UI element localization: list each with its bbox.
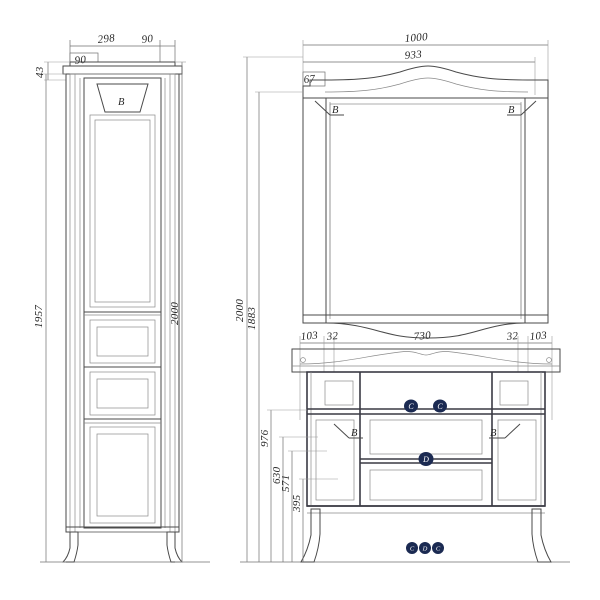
dim-text-103-right: 103 <box>529 330 548 343</box>
marker-base-c-left-label: C <box>410 546 415 553</box>
marker-base-c-right[interactable] <box>432 542 444 554</box>
callout-leader-b-vanity-left <box>333 423 350 439</box>
vanity-upper-panel-right <box>499 380 529 406</box>
dim-box-67 <box>302 71 326 87</box>
callout-leader-b-mirror-left <box>314 100 331 116</box>
cabinet-body-inner <box>69 73 176 533</box>
dim-text-395: 395 <box>291 494 303 513</box>
vanity-lower-door-right <box>497 419 537 501</box>
marker-d-center[interactable] <box>418 452 434 466</box>
dim-text-1957: 1957 <box>33 305 45 328</box>
dim-text-571: 571 <box>280 475 292 492</box>
marker-base-c-left[interactable] <box>406 542 418 554</box>
dim-text-1883: 1883 <box>246 307 258 330</box>
cabinet-drawer-2-panel <box>96 378 149 409</box>
dim-text-630: 630 <box>271 466 283 484</box>
marker-c-left[interactable] <box>404 399 418 413</box>
vanity-lower-door-left <box>315 419 355 501</box>
dim-text-67: 67 <box>303 73 316 86</box>
mirror-bottom-apron <box>325 322 526 339</box>
marker-c-right[interactable] <box>433 399 447 413</box>
vanity-height-dimensions <box>267 409 338 562</box>
dim-text-90-left: 90 <box>74 54 87 67</box>
callout-shape-b-tall <box>96 83 149 113</box>
cabinet-leg-right <box>166 531 184 563</box>
cabinet-top-cornice <box>62 65 183 75</box>
callout-label-b-vanity-left: B <box>351 428 358 439</box>
callout-label-b-mirror-left: B <box>332 105 339 116</box>
vanity-backsplash-curve <box>299 351 553 365</box>
marker-base-d-label: D <box>422 546 428 553</box>
cabinet-upper-panel-inner <box>94 119 151 303</box>
callout-leader-b-mirror-right <box>520 100 537 116</box>
vanity-corner-detail-right <box>546 357 552 363</box>
callout-label-b-vanity-right: B <box>490 428 497 439</box>
mirror-crown <box>302 65 549 99</box>
marker-base-d[interactable] <box>419 542 431 554</box>
vanity-leg-right <box>531 508 552 563</box>
dim-text-976: 976 <box>259 429 271 447</box>
tall-cabinet-elevation: B <box>40 40 210 563</box>
callout-label-b-tall: B <box>118 97 125 108</box>
callout-leader-b-vanity-right <box>504 423 521 439</box>
vanity-leg-left <box>300 508 321 563</box>
mirror-frame-outer <box>302 97 549 324</box>
callout-markers: C C D C D C <box>404 399 447 554</box>
vanity-upper-panel-left <box>324 380 354 406</box>
cabinet-bottom-door-panel <box>96 433 149 517</box>
callout-label-b-mirror-right: B <box>508 105 515 116</box>
marker-d-center-label: D <box>422 455 429 464</box>
marker-c-left-label: C <box>408 402 414 411</box>
marker-c-right-label: C <box>437 402 443 411</box>
vanity-center-drawer-lower <box>369 469 483 501</box>
dim-text-32-left: 32 <box>325 330 339 343</box>
cabinet-drawer-1-panel <box>96 326 149 357</box>
dim-text-298: 298 <box>97 32 116 46</box>
dim-text-2000-left: 2000 <box>169 302 181 325</box>
dim-text-90-right: 90 <box>141 33 154 46</box>
dim-text-2000-right: 2000 <box>234 299 246 322</box>
mirror-crown-profile <box>324 77 529 93</box>
vanity-corner-detail-left <box>300 357 306 363</box>
vanity-center-drawer-upper <box>369 419 483 455</box>
mirror-unit-elevation: B B <box>240 40 570 563</box>
cabinet-leg-left <box>61 531 79 563</box>
dim-text-730: 730 <box>413 330 432 343</box>
dim-text-43: 43 <box>34 66 46 78</box>
vanity-unit-elevation: B B <box>291 348 561 563</box>
dim-text-933: 933 <box>404 49 423 62</box>
cabinet-door-frame <box>83 77 162 529</box>
dim-text-32-right: 32 <box>505 330 519 343</box>
dim-text-1000: 1000 <box>404 31 428 45</box>
marker-base-c-right-label: C <box>436 546 441 553</box>
dim-text-103-left: 103 <box>300 330 319 343</box>
vanity-countertop <box>291 348 561 373</box>
